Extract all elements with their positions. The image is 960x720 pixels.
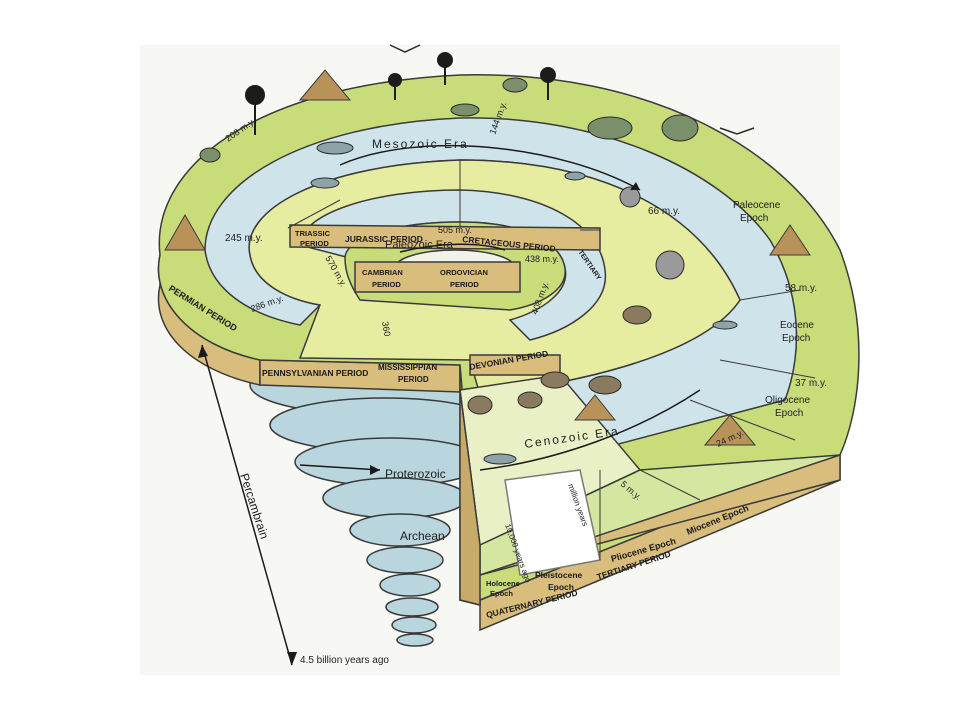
epoch-oligocene-label: Oligocene (765, 395, 810, 406)
epoch-holocene-label: Holocene (486, 579, 520, 588)
dinosaur-icon (199, 77, 699, 163)
epoch-paleocene-label-2: Epoch (740, 213, 768, 224)
boundary-lines (287, 160, 816, 560)
age-58-label: 58 m.y. (785, 283, 817, 294)
epoch-paleocene-label: Paleocene (733, 200, 781, 211)
epoch-holocene-label-2: Epoch (490, 589, 513, 598)
era-proterozoic-label: Proterozoic (385, 467, 446, 481)
volcano-icon (164, 69, 811, 446)
palm-tree-icon (245, 52, 556, 135)
age-245-label: 245 m.y. (225, 233, 263, 244)
age-438-label: 438 m.y. (525, 254, 559, 264)
mammal-icon (467, 305, 652, 415)
age-360-label: 360 (380, 321, 392, 338)
age-505-label: 505 m.y. (438, 225, 472, 235)
period-ordovician-label-2: PERIOD (450, 280, 479, 289)
period-cambrian-label: CAMBRIAN (362, 268, 403, 277)
period-triassic-label-2: PERIOD (300, 239, 329, 248)
pterosaur-icon (389, 44, 755, 135)
age-66-label: 66 m.y. (648, 206, 680, 217)
time-arrows (201, 144, 701, 666)
fish-icon (310, 141, 738, 465)
epoch-eocene-label-2: Epoch (782, 333, 810, 344)
period-mississippian-label-2: PERIOD (398, 375, 429, 384)
age-bottom-label: 4.5 billion years ago (300, 655, 389, 666)
shell-icon (619, 186, 685, 280)
era-paleozoic-label: Paleozoic Era (385, 239, 454, 251)
age-37-label: 37 m.y. (795, 378, 827, 389)
period-pennsylvanian-label: PENNSYLVANIAN PERIOD (262, 368, 368, 378)
period-triassic-label: TRIASSIC (295, 229, 331, 238)
epoch-oligocene-label-2: Epoch (775, 408, 803, 419)
period-cambrian-label-2: PERIOD (372, 280, 401, 289)
era-archean-label: Archean (400, 529, 445, 543)
period-jurassic-label: JURASSIC PERIOD (345, 234, 423, 244)
epoch-eocene-label: Eocene (780, 320, 814, 331)
period-mississippian-label: MISSISSIPPIAN (378, 363, 437, 372)
arrowheads (198, 182, 640, 665)
epoch-pleistocene-label-2: Epoch (548, 582, 574, 592)
era-mesozoic-label: Mesozoic Era (372, 137, 469, 151)
period-ordovician-label: ORDOVICIAN (440, 268, 488, 277)
epoch-pleistocene-label: Pleistocene (535, 570, 583, 580)
